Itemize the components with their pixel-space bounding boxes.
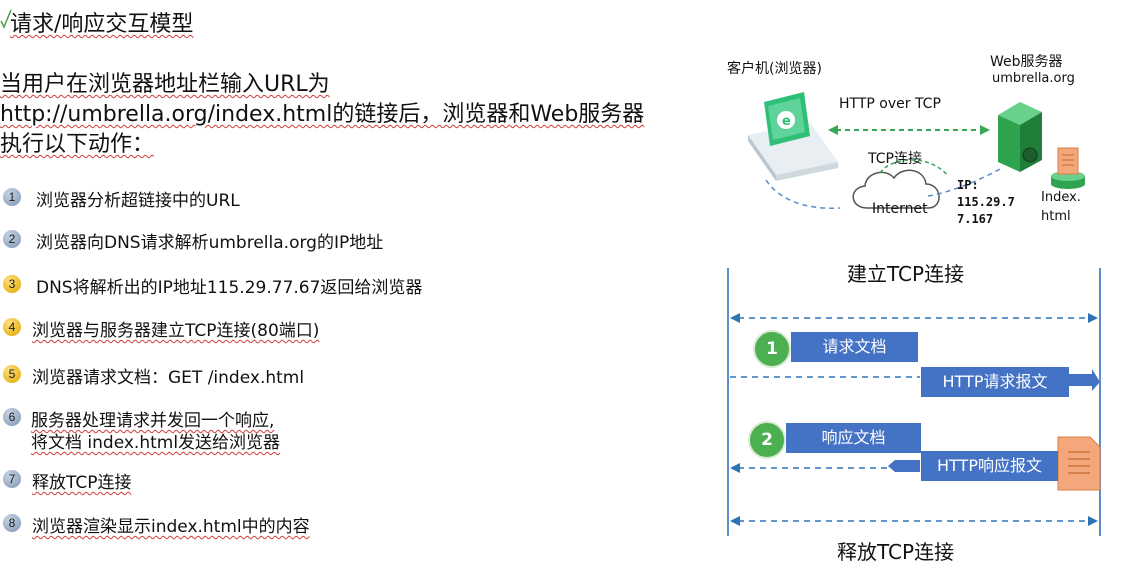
http-over-tcp-arrow bbox=[828, 125, 990, 135]
client-internet-link bbox=[765, 179, 841, 209]
network-graphics: e bbox=[748, 92, 1085, 209]
response-document-icon bbox=[1057, 436, 1101, 491]
step-text: 释放TCP连接 bbox=[32, 473, 132, 493]
intro-line-3: 执行以下动作： bbox=[0, 132, 155, 157]
client-computer-icon: e bbox=[748, 92, 838, 181]
step-text: 浏览器向DNS请求解析umbrella.org的IP地址 bbox=[36, 233, 384, 253]
response-arrow bbox=[730, 460, 920, 473]
step-number-badge: 2 bbox=[3, 230, 21, 248]
server-label: Web服务器 bbox=[990, 54, 1063, 70]
internet-label: Internet bbox=[872, 201, 928, 217]
step-text-continued: 将文档 index.html发送给浏览器 bbox=[31, 433, 281, 453]
step-text: 服务器处理请求并发回一个响应, bbox=[31, 411, 275, 431]
response-document-box: 响应文档 bbox=[786, 423, 921, 453]
establish-arrow bbox=[730, 313, 1098, 323]
ip-line: IP: bbox=[957, 178, 979, 192]
file-name-line: html bbox=[1041, 209, 1071, 224]
step-number-badge: 1 bbox=[3, 188, 21, 206]
svg-text:e: e bbox=[782, 114, 791, 129]
establish-tcp-label: 建立TCP连接 bbox=[847, 262, 965, 286]
step-number-badge: 4 bbox=[3, 318, 21, 336]
step-text: 浏览器分析超链接中的URL bbox=[36, 191, 240, 211]
http-request-box: HTTP请求报文 bbox=[921, 367, 1069, 397]
release-tcp-label: 释放TCP连接 bbox=[837, 540, 955, 564]
step-text: DNS将解析出的IP地址115.29.77.67返回给浏览器 bbox=[36, 278, 423, 298]
page-title: 请求/响应交互模型 bbox=[10, 12, 194, 37]
release-arrow bbox=[730, 516, 1098, 526]
internet-cloud-icon bbox=[852, 169, 940, 209]
ip-line: 7.167 bbox=[957, 212, 994, 226]
file-name-label: Index. html bbox=[1041, 188, 1081, 226]
web-server-icon bbox=[998, 102, 1042, 172]
request-document-box: 请求文档 bbox=[791, 332, 918, 362]
document-file-icon bbox=[1051, 147, 1085, 189]
ip-line: 115.29.7 bbox=[957, 195, 1015, 209]
sequence-step-1-badge: 1 bbox=[753, 330, 791, 368]
file-name-line: Index. bbox=[1041, 190, 1081, 205]
tcp-link-arc bbox=[879, 159, 949, 177]
step-number-badge: 7 bbox=[3, 470, 21, 488]
http-over-tcp-label: HTTP over TCP bbox=[839, 96, 941, 112]
request-arrow bbox=[730, 369, 1100, 391]
server-ip-label: IP: 115.29.7 7.167 bbox=[957, 177, 1015, 228]
step-text: 浏览器与服务器建立TCP连接(80端口) bbox=[32, 321, 320, 341]
sequence-step-2-badge: 2 bbox=[748, 421, 786, 459]
intro-line-2: http://umbrella.org/index.html的链接后，浏览器和W… bbox=[0, 102, 645, 127]
title-tick-icon bbox=[0, 9, 12, 29]
http-response-box: HTTP响应报文 bbox=[921, 451, 1058, 481]
step-text: 浏览器渲染显示index.html中的内容 bbox=[32, 517, 310, 537]
intro-line-1: 当用户在浏览器地址栏输入URL为 bbox=[0, 72, 330, 97]
server-host-label: umbrella.org bbox=[992, 71, 1075, 86]
sequence-graphics bbox=[727, 268, 1101, 536]
step-text: 浏览器请求文档：GET /index.html bbox=[32, 368, 305, 388]
internet-server-link bbox=[927, 167, 1003, 197]
step-number-badge: 3 bbox=[3, 275, 21, 293]
tcp-connection-label: TCP连接 bbox=[868, 151, 922, 167]
client-label: 客户机(浏览器) bbox=[727, 61, 822, 77]
step-number-badge: 8 bbox=[3, 514, 21, 532]
step-number-badge: 6 bbox=[3, 408, 21, 426]
step-number-badge: 5 bbox=[3, 365, 21, 383]
